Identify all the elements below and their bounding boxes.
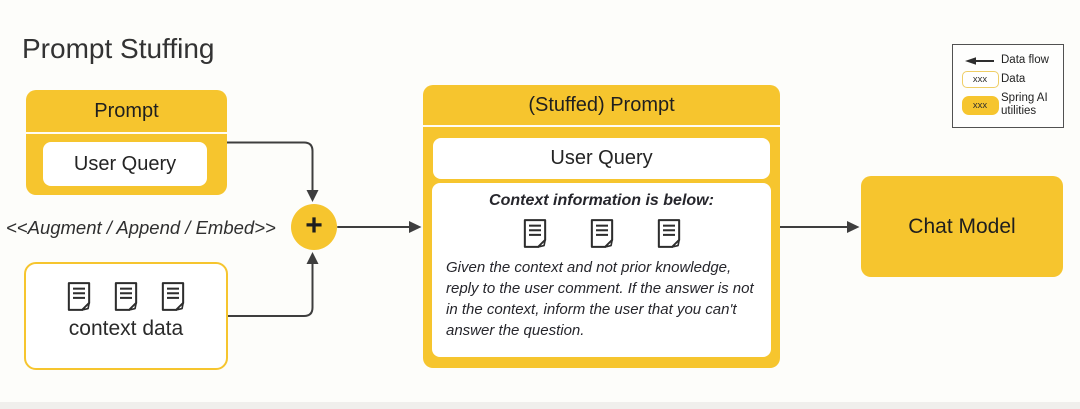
augment-append-embed-label: <<Augment / Append / Embed>>: [6, 217, 276, 238]
stuffed-prompt-divider: [423, 125, 780, 127]
arrowhead-right-1: [409, 221, 422, 233]
prompt-box-divider: [26, 132, 227, 134]
legend-row-data: xxx Data: [959, 71, 1057, 88]
legend-row-spring-ai-utilities: xxx Spring AI utilities: [959, 92, 1057, 118]
arrow-context-to-plus: [227, 262, 314, 317]
document-icon: [590, 219, 613, 248]
page-title: Prompt Stuffing: [22, 33, 215, 64]
chat-model-box: Chat Model: [861, 176, 1063, 277]
data-chip: xxx: [961, 71, 999, 88]
stuffed-prompt-header: (Stuffed) Prompt: [528, 93, 675, 116]
legend-row-data-flow: Data flow: [959, 54, 1057, 67]
arrowhead-right-2: [847, 221, 860, 233]
document-icon: [523, 219, 546, 248]
instruction-text: Given the context and not prior knowledg…: [446, 259, 754, 339]
legend-label: Spring AI utilities: [1001, 92, 1048, 117]
context-heading: Context information is below:: [489, 192, 714, 209]
document-icon: [161, 282, 185, 311]
prompt-box-header: Prompt: [94, 99, 159, 122]
prompt-box: Prompt User Query: [26, 90, 227, 195]
prompt-user-query: User Query: [43, 142, 207, 186]
context-data-box: context data: [24, 262, 228, 370]
stuffed-prompt-box: (Stuffed) Prompt User Query Context info…: [423, 85, 780, 368]
stuffed-user-query: User Query: [433, 138, 770, 179]
plus-merge-node: +: [291, 204, 337, 250]
document-icon: [67, 282, 91, 311]
document-icon: [114, 282, 138, 311]
legend-label: Data flow: [1001, 54, 1049, 66]
legend-label: Data: [1001, 73, 1026, 85]
data-flow-arrow-icon: [959, 56, 1001, 66]
context-data-label: context data: [68, 317, 184, 340]
context-doc-row: [26, 280, 226, 313]
document-icon: [657, 219, 680, 248]
arrow-prompt-to-plus: [226, 141, 314, 192]
stuffed-doc-row: [446, 217, 757, 250]
arrowhead-down: [306, 190, 319, 202]
stuffed-context-panel: Context information is below: Given the …: [432, 183, 771, 357]
arrowhead-up: [306, 252, 319, 264]
legend: Data flow xxx Data xxx Spring AI utiliti…: [952, 44, 1064, 128]
spring-ai-utility-chip: xxx: [961, 95, 999, 115]
bottom-bar: [0, 402, 1080, 409]
